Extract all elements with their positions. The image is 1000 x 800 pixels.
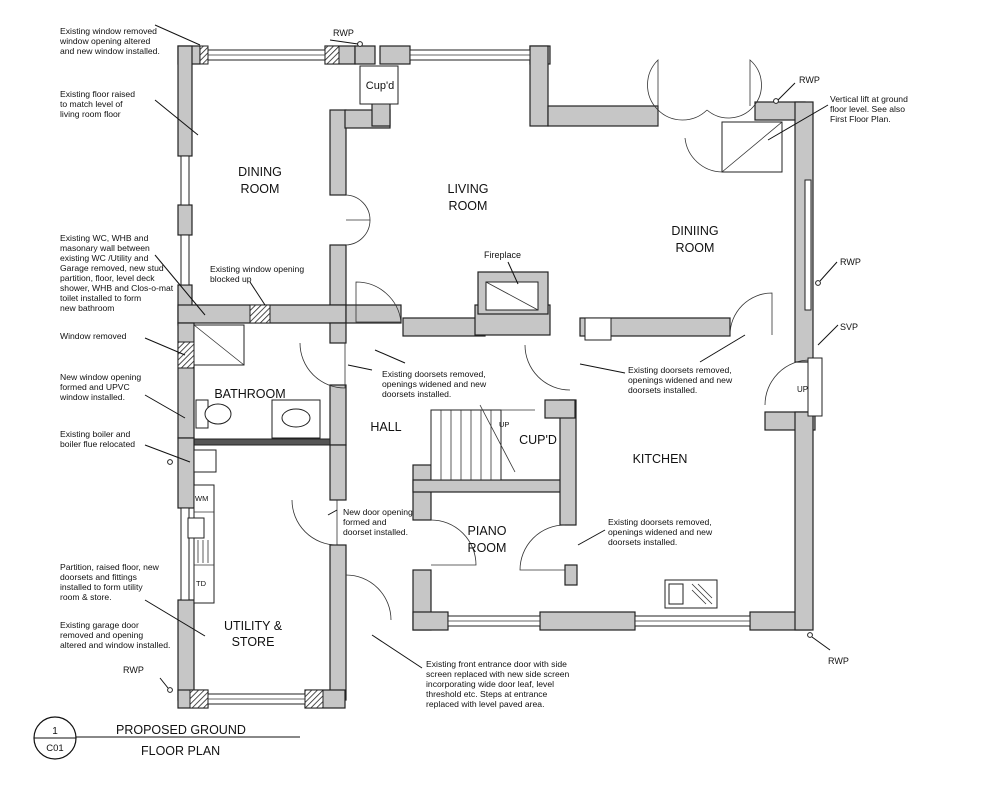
room-label-living-1: LIVING [448,182,489,196]
stair-up-label: UP [499,420,509,429]
staircase [430,404,535,481]
room-label-piano-2: ROOM [468,541,507,555]
title-block: 1 C01 PROPOSED GROUND FLOOR PLAN [33,716,246,760]
note-new-door-opening: New door opening formed and doorset inst… [343,507,415,537]
leader-lines [36,24,839,738]
rwp-label-bottom-left: RWP [123,665,144,675]
title-sheet: C01 [46,743,63,754]
room-label-dining-1: DINING [238,165,282,179]
note-window-removed: Window removed [60,331,127,341]
doors [291,59,823,621]
note-floor-raised: Existing floor raised to match level of … [60,89,137,119]
note-new-window-upvc: New window opening formed and UPVC windo… [59,372,144,402]
title-line-1: PROPOSED GROUND [116,723,246,737]
note-kitchen-doorsets-top: Existing doorsets removed, openings wide… [628,365,735,395]
room-label-dining-2: ROOM [241,182,280,196]
walls [177,45,816,709]
note-vertical-lift: Vertical lift at ground floor level. See… [830,94,910,124]
room-labels: DINING ROOM LIVING ROOM DINIING ROOM BAT… [214,80,718,649]
title-number: 1 [52,726,58,737]
svp-label: SVP [840,322,858,332]
room-label-hall: HALL [370,420,401,434]
room-label-diniing-1: DINIING [671,224,718,238]
small-labels: Fireplace UP UP WM TD RWP RWP RWP SVP RW… [123,28,861,675]
rwp-label-top: RWP [333,28,354,38]
note-utility-partition: Partition, raised floor, new doorsets an… [60,562,161,602]
lift-up-label: UP [797,385,808,394]
room-label-diniing-2: ROOM [676,241,715,255]
note-garage-door: Existing garage door removed and opening… [60,620,170,650]
room-label-bathroom: BATHROOM [214,387,285,401]
annotation-notes: Existing window removed window opening a… [59,26,910,709]
note-front-entrance: Existing front entrance door with side s… [426,659,572,709]
room-label-living-2: ROOM [449,199,488,213]
room-label-kitchen: KITCHEN [633,452,688,466]
note-kitchen-doorsets-bottom: Existing doorsets removed, openings wide… [608,517,715,547]
rwp-label-right: RWP [840,257,861,267]
note-new-bathroom: Existing WC, WHB and masonary wall betwe… [60,233,176,313]
fixtures [167,41,821,693]
rwp-label-bottom-right: RWP [828,656,849,666]
rwp-label-top-right: RWP [799,75,820,85]
washing-machine-label: WM [195,494,208,503]
fireplace-label: Fireplace [484,250,521,260]
room-label-utility-1: UTILITY & [224,619,283,633]
note-window-removed-top: Existing window removed window opening a… [59,26,160,56]
tumble-dryer-label: TD [196,579,207,588]
room-label-utility-2: STORE [232,635,275,649]
note-hall-doorsets: Existing doorsets removed, openings wide… [382,369,489,399]
note-boiler: Existing boiler and boiler flue relocate… [60,429,135,449]
title-line-2: FLOOR PLAN [141,744,220,758]
room-label-cupd-stair: CUP'D [519,433,557,447]
room-label-piano-1: PIANO [468,524,507,538]
room-label-cupd-upper: Cup'd [366,80,394,92]
windows [180,49,812,705]
note-window-blocked: Existing window opening blocked up [210,264,307,284]
